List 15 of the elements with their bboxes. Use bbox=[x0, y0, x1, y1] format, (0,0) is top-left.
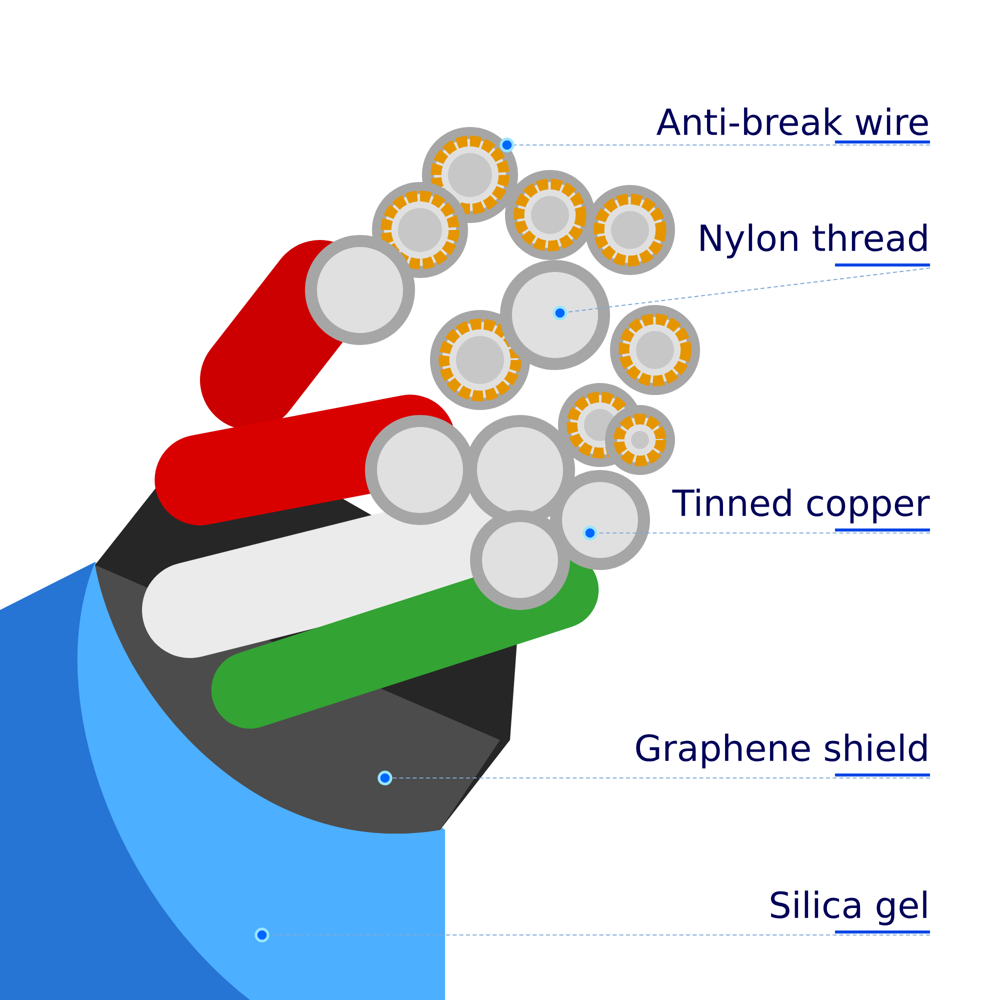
callout-label: Silica gel bbox=[770, 890, 926, 926]
leader-line bbox=[392, 777, 930, 779]
marker-dot bbox=[552, 306, 568, 320]
marker-dot bbox=[254, 928, 270, 942]
marker-dot bbox=[378, 770, 392, 786]
leader-line bbox=[269, 934, 930, 936]
leader-line bbox=[567, 267, 930, 313]
marker-dot bbox=[500, 138, 514, 152]
leader-line bbox=[597, 532, 930, 534]
callout-label: Anti-break wire bbox=[656, 108, 928, 136]
callout-label: Graphene shield bbox=[636, 734, 926, 768]
callout-label: Tinned copper bbox=[672, 488, 930, 524]
marker-dot bbox=[582, 526, 598, 540]
callout-label: Nylon thread bbox=[700, 224, 926, 258]
leader-line bbox=[514, 144, 930, 146]
